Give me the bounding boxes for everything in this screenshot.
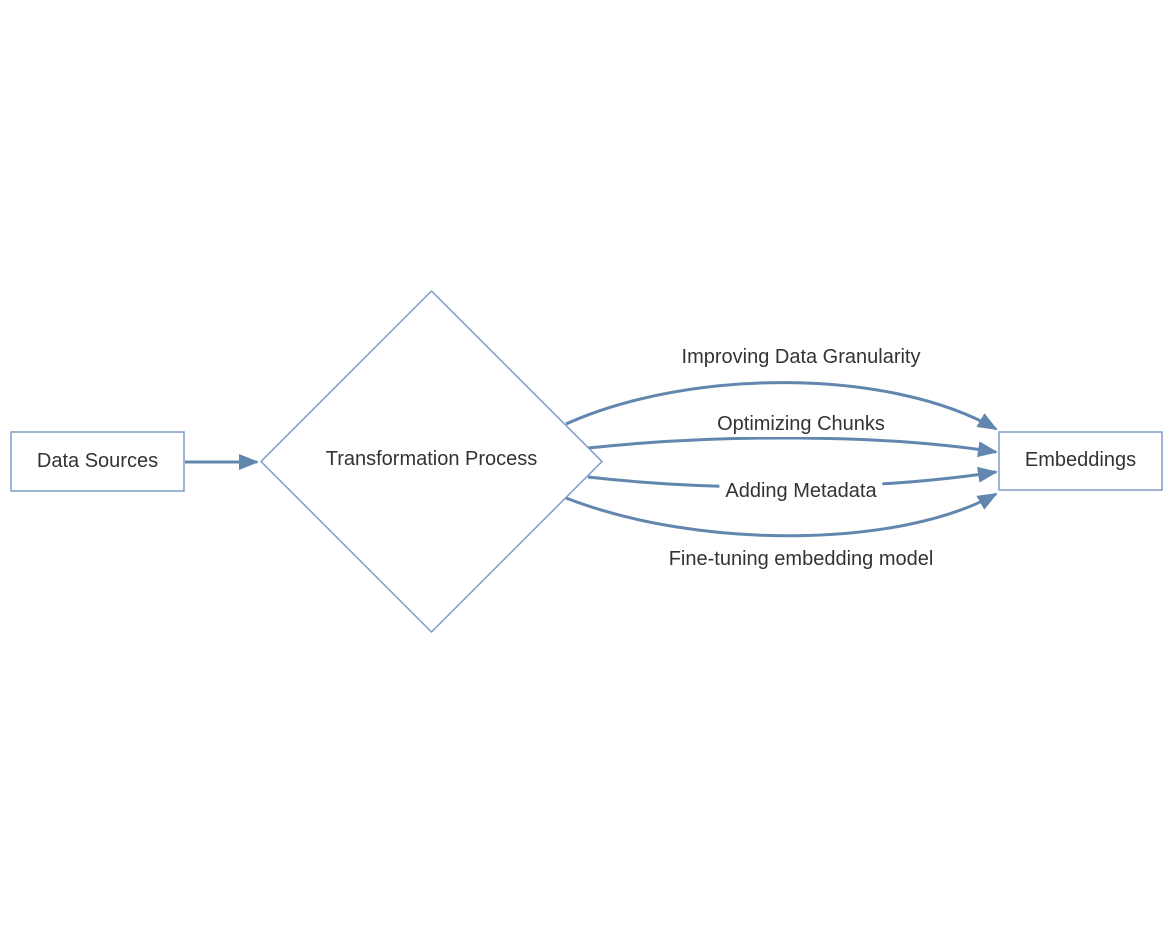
edge-optimizing-chunks xyxy=(587,436,998,458)
edge-label-optimizing-chunks: Optimizing Chunks xyxy=(711,411,891,437)
edge-label-improving-data-granularity: Improving Data Granularity xyxy=(675,344,927,370)
node-embeddings-label: Embeddings xyxy=(1024,449,1137,471)
node-data-sources-shape xyxy=(10,431,185,492)
edge-label-adding-metadata: Adding Metadata xyxy=(719,478,883,504)
edge-fine-tuning-embedding-model xyxy=(565,492,998,538)
node-embeddings-shape xyxy=(998,431,1163,491)
node-transformation-process-label: Transformation Process xyxy=(325,448,538,470)
node-data-sources-label: Data Sources xyxy=(36,450,159,472)
edge-improving-data-granularity xyxy=(565,381,998,431)
node-transformation-process-shape xyxy=(259,289,604,634)
edge-label-fine-tuning-embedding-model: Fine-tuning embedding model xyxy=(662,546,940,572)
